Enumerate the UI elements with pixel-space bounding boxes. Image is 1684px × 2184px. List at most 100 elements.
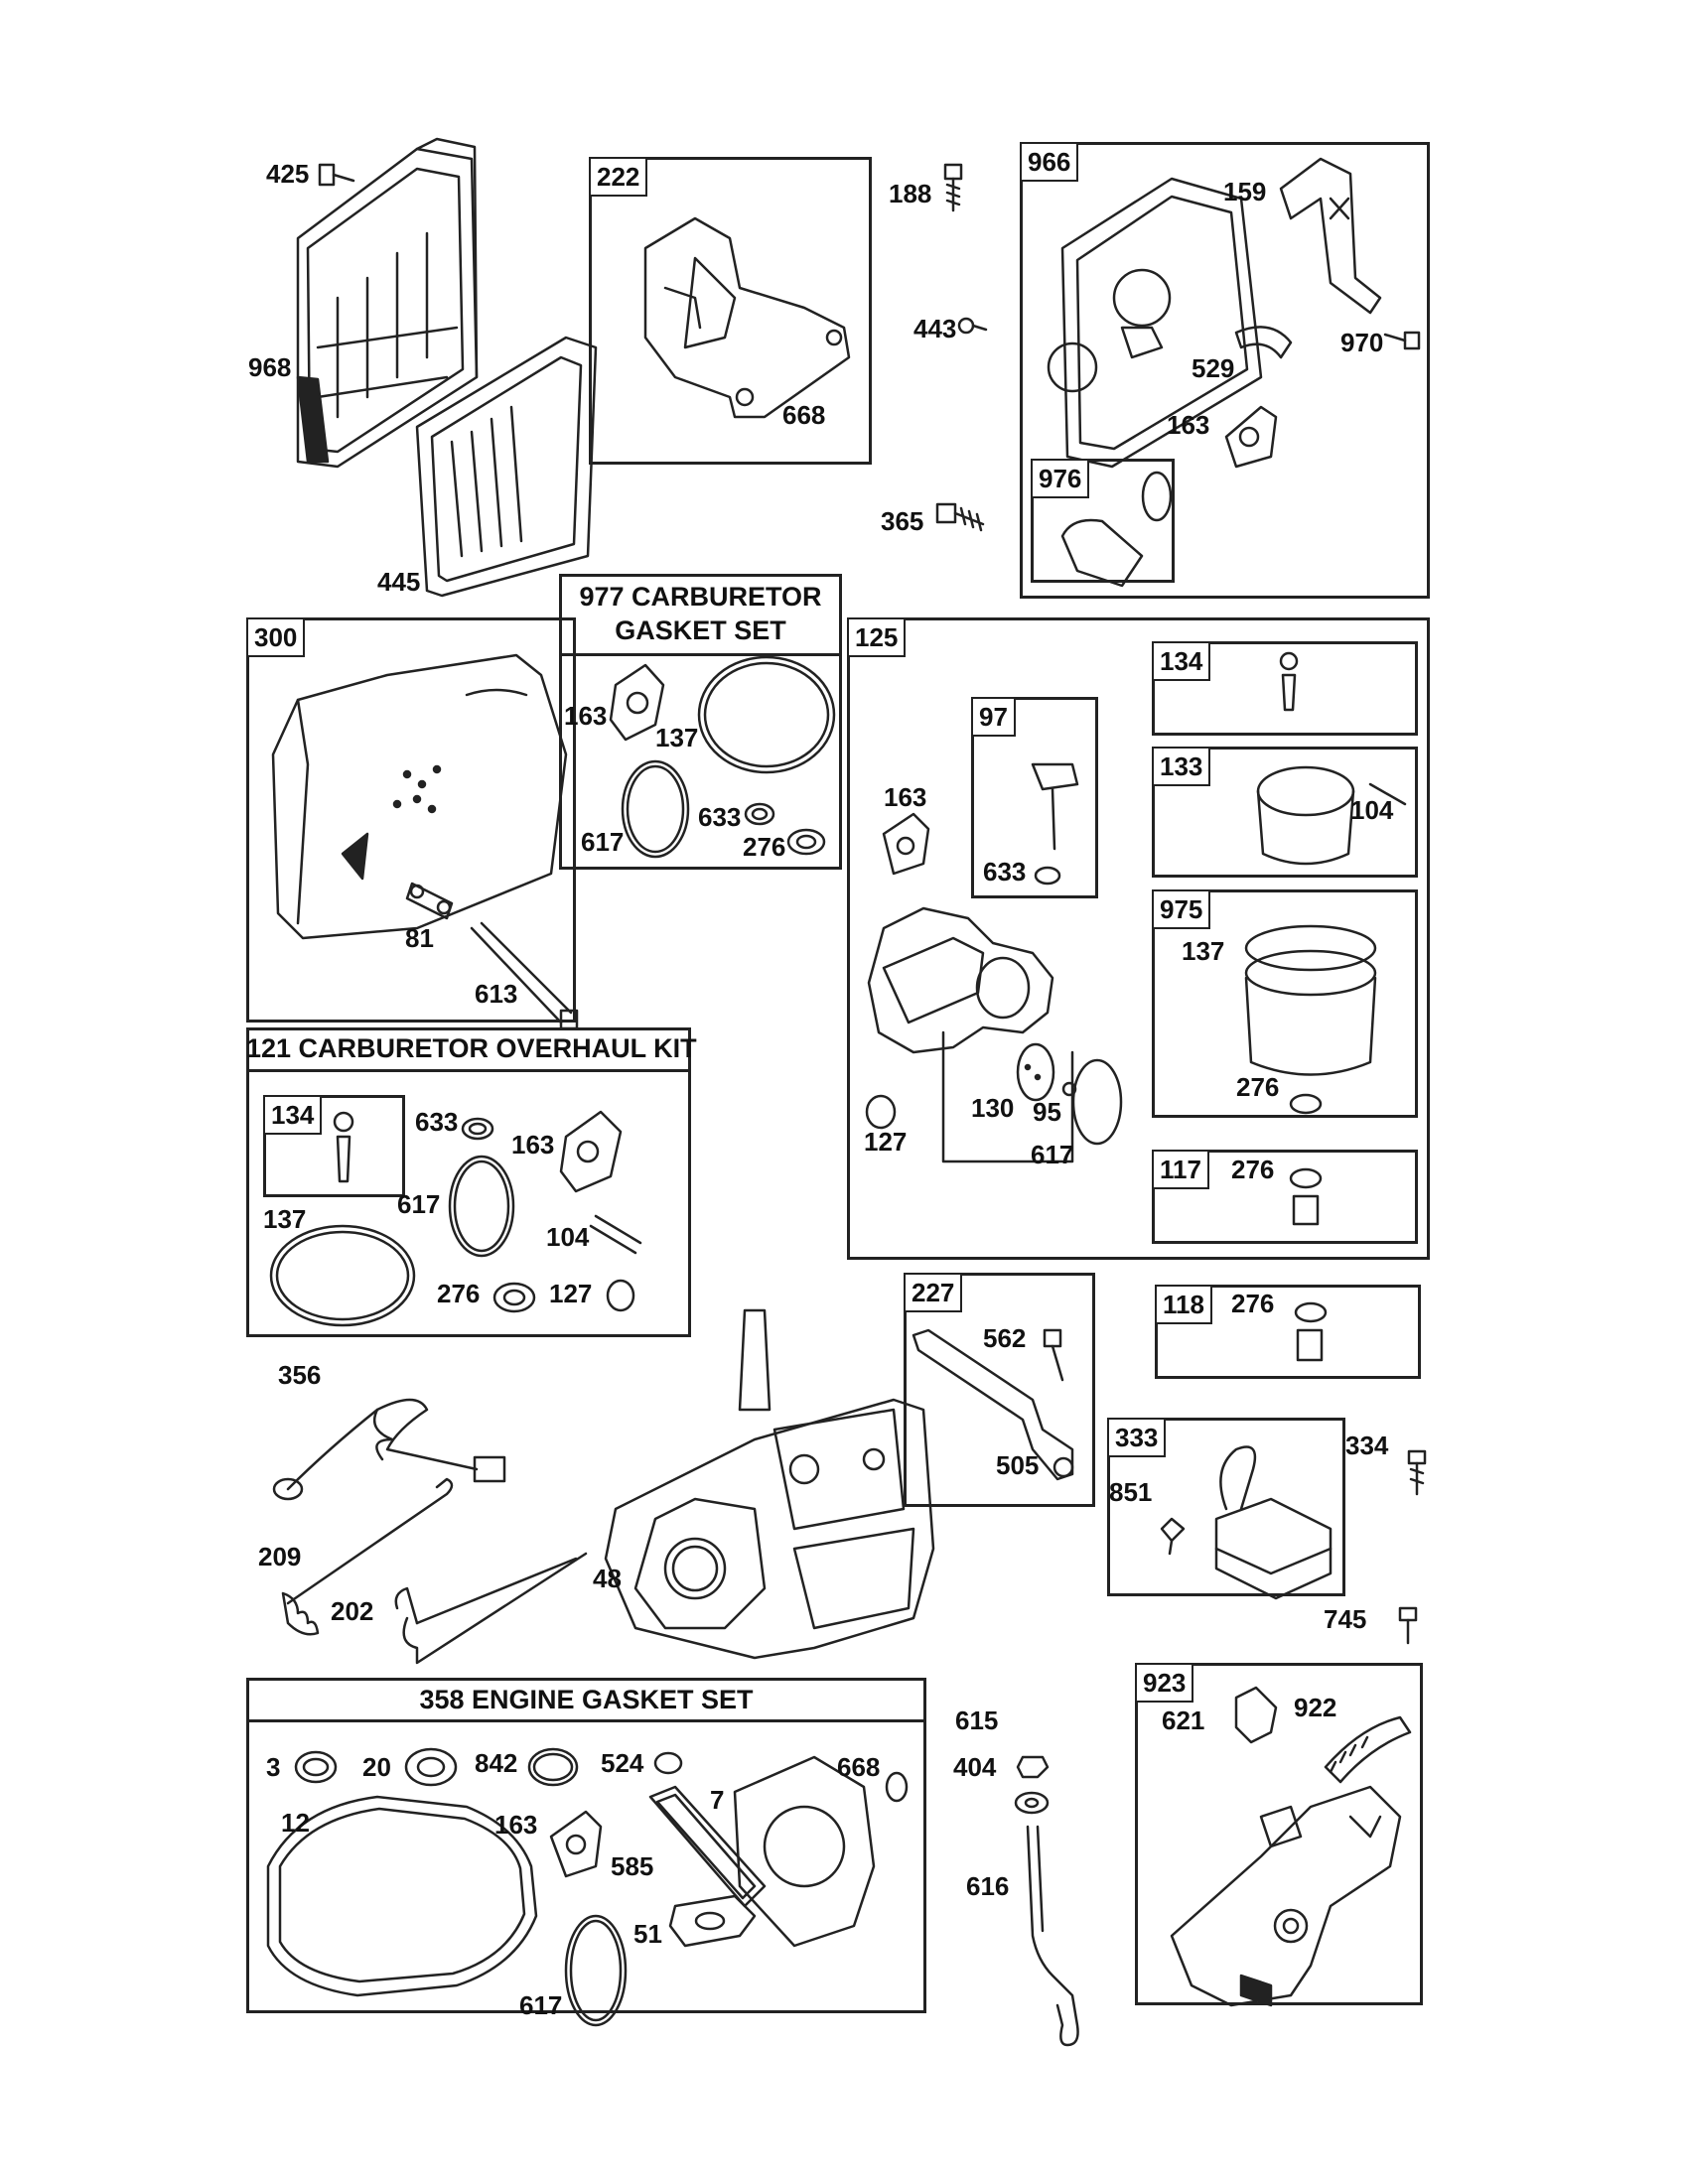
divider-358 [246, 1719, 926, 1722]
group-tag-333: 333 [1107, 1418, 1167, 1457]
part-label: 137 [655, 723, 699, 752]
part-label: 617 [581, 827, 625, 857]
cylinder-block-drawing [604, 1308, 935, 1660]
group-tag-923: 923 [1135, 1663, 1194, 1703]
part-label: 968 [248, 352, 292, 382]
control-panel-drawing [1047, 177, 1263, 469]
part-label: 585 [611, 1851, 654, 1881]
part-label: 51 [633, 1919, 662, 1949]
part-label: 81 [405, 923, 434, 953]
part-label: 163 [564, 701, 608, 731]
divider-977 [559, 653, 842, 656]
part-label: 505 [996, 1450, 1040, 1480]
box-134b [263, 1095, 405, 1197]
gasket-163-drawing [1224, 405, 1278, 469]
part-label: 922 [1294, 1693, 1337, 1722]
box-300 [246, 617, 576, 1023]
box-222 [589, 157, 872, 465]
screw-425-drawing [318, 163, 355, 187]
group-tag-118: 118 [1155, 1285, 1212, 1324]
dipstick-parts-drawing [1014, 1755, 1079, 2047]
governor-spring-and-link-drawing [281, 1477, 588, 1665]
part-label: 404 [953, 1752, 997, 1782]
pulse-part-976-drawing [1060, 471, 1173, 588]
kit-977-title: 977 CARBURETOR GASKET SET [559, 581, 842, 648]
part-label: 365 [881, 506, 924, 536]
carb-gasket-set-drawing [609, 655, 836, 859]
group-tag-975: 975 [1152, 889, 1211, 929]
float-133-drawing [1256, 765, 1407, 866]
part-label: 356 [278, 1360, 322, 1390]
part-label: 202 [331, 1596, 374, 1626]
box-975 [1152, 889, 1418, 1118]
box-133 [1152, 747, 1418, 878]
part-label: 159 [1223, 177, 1267, 206]
part-label: 668 [837, 1752, 881, 1782]
box-923 [1135, 1663, 1423, 2005]
part-label: 137 [263, 1204, 307, 1234]
float-bowl-975-drawing [1244, 924, 1377, 1115]
part-label: 3 [266, 1752, 281, 1782]
ground-wire-356-drawing [272, 1398, 506, 1501]
part-label: 48 [593, 1564, 622, 1593]
part-label: 163 [1167, 410, 1210, 440]
group-tag-227: 227 [904, 1273, 963, 1312]
box-121 [246, 1027, 691, 1337]
group-tag-134b: 134 [263, 1095, 323, 1135]
box-125 [847, 617, 1430, 1260]
box-117 [1152, 1150, 1418, 1244]
part-label: 613 [475, 979, 518, 1009]
box-97 [971, 697, 1098, 898]
tube-and-bolt-drawing [405, 882, 579, 1030]
screw-188-drawing [943, 163, 963, 212]
box-118 [1155, 1285, 1421, 1379]
control-bracket-923-drawing [1170, 1686, 1412, 2007]
part-label: 425 [266, 159, 310, 189]
part-label: 334 [1345, 1431, 1389, 1460]
part-label: 163 [884, 782, 927, 812]
part-label: 616 [966, 1871, 1010, 1901]
box-134a [1152, 641, 1418, 736]
governor-lever-drawing [912, 1328, 1074, 1481]
box-966 [1020, 142, 1430, 599]
group-tag-222: 222 [589, 157, 648, 197]
part-label: 276 [437, 1279, 481, 1308]
part-label: 851 [1109, 1477, 1153, 1507]
part-label: 163 [494, 1810, 538, 1840]
muffler-drawing [271, 653, 568, 940]
part-label: 524 [601, 1748, 644, 1778]
air-cleaner-base-drawing [296, 137, 479, 469]
part-label: 209 [258, 1542, 302, 1571]
part-label: 668 [782, 400, 826, 430]
box-227 [904, 1273, 1095, 1507]
part-label: 633 [415, 1107, 459, 1137]
bowl-nut-drawing [1289, 1167, 1328, 1362]
screw-443-drawing [957, 317, 988, 335]
box-333 [1107, 1418, 1345, 1596]
governor-bracket-drawing [643, 216, 851, 419]
part-label: 562 [983, 1323, 1027, 1353]
kit-121-title: 121 CARBURETOR OVERHAUL KIT [246, 1033, 697, 1063]
part-label: 615 [955, 1706, 999, 1735]
carburetor-drawing [865, 812, 1123, 1163]
part-label: 276 [1231, 1155, 1275, 1184]
part-label: 445 [377, 567, 421, 597]
kit-977-title-l2: GASKET SET [615, 614, 786, 645]
part-label: 104 [1350, 795, 1394, 825]
part-label: 617 [519, 1990, 563, 2020]
divider-121 [246, 1069, 691, 1072]
part-label: 617 [1031, 1140, 1074, 1169]
part-label: 529 [1192, 353, 1235, 383]
inlet-needle-drawing [333, 651, 1299, 1183]
air-filter-drawing [415, 336, 598, 598]
elbow-529-drawing [1234, 326, 1293, 359]
group-tag-134a: 134 [1152, 641, 1211, 681]
part-label: 745 [1324, 1604, 1367, 1634]
part-label: 970 [1340, 328, 1384, 357]
part-label: 12 [281, 1808, 310, 1838]
part-label: 276 [1231, 1289, 1275, 1318]
part-label: 443 [913, 314, 957, 343]
part-label: 621 [1162, 1706, 1205, 1735]
overhaul-kit-parts-drawing [269, 1110, 642, 1327]
